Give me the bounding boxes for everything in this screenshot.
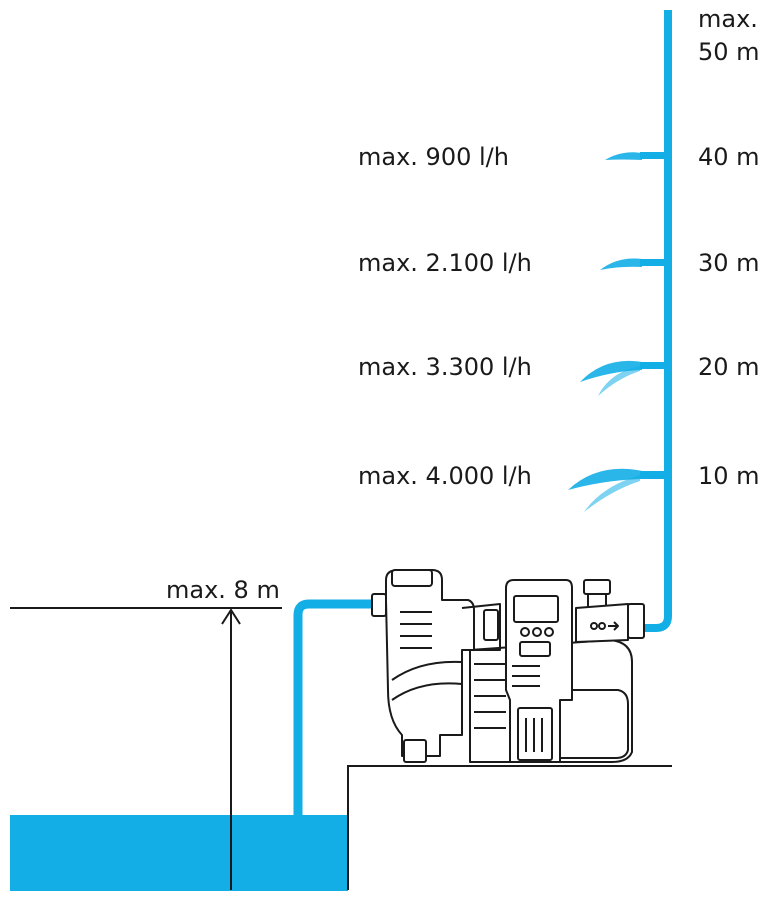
flow-label-20m: max. 3.300 l/h [358, 353, 532, 381]
arrow-head-icon [221, 608, 241, 625]
platform-outline [347, 765, 672, 890]
height-label-20m: 20 m [698, 353, 760, 381]
suction-height-label: max. 8 m [166, 576, 280, 604]
max-height-value: 50 m [698, 38, 760, 66]
flow-label-40m: max. 900 l/h [358, 143, 509, 171]
delivery-pipe [644, 10, 672, 632]
suction-pipe [293, 599, 372, 816]
height-label-40m: 40 m [698, 143, 760, 171]
water-reservoir [10, 815, 348, 891]
flow-label-30m: max. 2.100 l/h [358, 249, 532, 277]
max-height-prefix: max. [698, 5, 758, 33]
flow-label-10m: max. 4.000 l/h [358, 462, 532, 490]
outlet-taps [568, 152, 668, 512]
height-label-30m: 30 m [698, 249, 760, 277]
garden-pump-icon [371, 569, 645, 763]
height-label-10m: 10 m [698, 462, 760, 490]
